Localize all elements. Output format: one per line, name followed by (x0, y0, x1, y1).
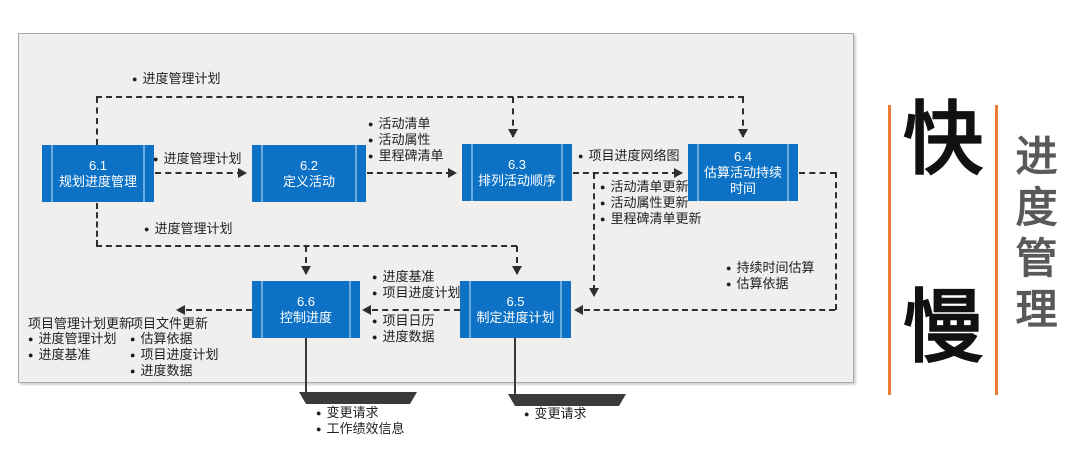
label-item: 进度基准 (28, 347, 132, 363)
process-name: 排列活动顺序 (477, 172, 556, 188)
arrowhead-down-icon (738, 129, 748, 138)
label-item: 估算依据 (726, 276, 814, 292)
label-header: 项目文件更新 (130, 316, 209, 331)
diagram-panel (18, 33, 854, 383)
solid-connector-66-down (305, 338, 307, 394)
label-schedule-plan-mid: 进度管理计划 (153, 151, 241, 167)
accent-line-right (995, 105, 998, 395)
label-item: 项目日历 (372, 313, 434, 329)
arrowhead-left-icon (176, 305, 185, 315)
arrowhead-down-icon (512, 266, 522, 275)
label-develop-outputs: 变更请求 (524, 406, 586, 422)
dashed-connector-into-65-right (584, 309, 835, 311)
process-number: 6.1 (88, 157, 108, 173)
dashed-connector-right-down (835, 172, 837, 310)
process-number: 6.4 (733, 148, 753, 164)
label-pm-plan-updates: 项目管理计划更新 进度管理计划 进度基准 (28, 316, 132, 363)
dashed-connector-62-63 (367, 172, 452, 174)
label-sequence-updates: 活动清单更新 活动属性更新 里程碑清单更新 (600, 179, 701, 227)
label-schedule-plan-top: 进度管理计划 (132, 71, 220, 87)
process-number: 6.3 (507, 156, 527, 172)
process-box-control-schedule: 6.6 控制进度 (252, 281, 360, 338)
vertical-title: 进度管理 (1010, 134, 1057, 338)
arrowhead-left-icon (574, 305, 583, 315)
label-item: 活动属性 (368, 132, 443, 148)
process-name: 定义活动 (282, 173, 335, 189)
label-item: 进度管理计划 (153, 151, 241, 167)
arrowhead-right-icon (448, 168, 457, 178)
process-box-sequence-activities: 6.3 排列活动顺序 (462, 144, 572, 201)
dashed-connector-65-66 (372, 309, 460, 311)
arrowhead-down-icon (299, 392, 417, 404)
label-item: 持续时间估算 (726, 260, 814, 276)
label-item: 变更请求 (524, 406, 586, 422)
arrowhead-right-icon (674, 168, 683, 178)
process-number: 6.2 (299, 157, 319, 173)
dashed-connector-61-up (96, 97, 98, 145)
label-doc-updates: 项目文件更新 估算依据 项目进度计划 进度数据 (130, 316, 218, 379)
process-name: 控制进度 (279, 309, 332, 325)
label-schedule-outputs-bottom: 项目日历 进度数据 (372, 313, 434, 345)
label-item: 项目进度计划 (372, 285, 460, 301)
arrowhead-down-icon (589, 288, 599, 297)
label-header: 项目管理计划更新 (28, 316, 133, 331)
label-item: 估算依据 (130, 331, 218, 347)
dashed-connector-into-66 (305, 246, 307, 274)
process-name: 规划进度管理 (58, 173, 137, 189)
process-number: 6.6 (296, 293, 316, 309)
dashed-connector-61-down (96, 203, 98, 246)
label-item: 项目进度网络图 (578, 148, 679, 164)
label-item: 进度管理计划 (28, 331, 132, 347)
dashed-connector-64-right (799, 172, 836, 174)
accent-line-left (888, 105, 891, 395)
arrowhead-down-icon (508, 129, 518, 138)
label-item: 活动清单 (368, 116, 443, 132)
label-item: 里程碑清单 (368, 148, 443, 164)
label-sequence-output: 项目进度网络图 (578, 148, 679, 164)
dashed-connector-into-63 (512, 97, 514, 137)
process-box-develop-schedule: 6.5 制定进度计划 (460, 281, 571, 338)
arrowhead-left-icon (362, 305, 371, 315)
label-item: 活动清单更新 (600, 179, 701, 195)
fast-character: 快 (903, 95, 983, 184)
process-box-estimate-durations: 6.4 估算活动持续时间 (688, 144, 798, 201)
dashed-connector-into-64 (742, 97, 744, 137)
arrowhead-right-icon (238, 168, 247, 178)
process-number: 6.5 (506, 293, 525, 309)
dashed-connector-63-64 (573, 172, 678, 174)
label-item: 活动属性更新 (600, 195, 701, 211)
label-item: 进度管理计划 (132, 71, 220, 87)
process-name: 估算活动持续时间 (703, 164, 782, 196)
label-item: 工作绩效信息 (316, 421, 404, 437)
label-duration-outputs: 持续时间估算 估算依据 (726, 260, 814, 292)
dashed-connector-into-65-top (516, 246, 518, 274)
label-item: 进度数据 (130, 363, 218, 379)
process-box-define-activities: 6.2 定义活动 (252, 145, 366, 202)
label-schedule-outputs-top: 进度基准 项目进度计划 (372, 269, 460, 301)
label-control-outputs: 变更请求 工作绩效信息 (316, 405, 404, 437)
process-box-plan-schedule-management: 6.1 规划进度管理 (42, 145, 154, 202)
dashed-connector-66-out (186, 309, 252, 311)
label-item: 进度数据 (372, 329, 434, 345)
dashed-connector-61-62 (155, 172, 243, 174)
dashed-connector-top (96, 96, 744, 98)
slow-character: 慢 (903, 283, 983, 372)
label-item: 进度基准 (372, 269, 460, 285)
label-item: 项目进度计划 (130, 347, 218, 363)
label-item: 里程碑清单更新 (600, 211, 701, 227)
label-item: 进度管理计划 (144, 221, 232, 237)
label-item: 变更请求 (316, 405, 404, 421)
process-name: 制定进度计划 (476, 309, 555, 325)
label-schedule-plan-low: 进度管理计划 (144, 221, 232, 237)
label-define-activities-outputs: 活动清单 活动属性 里程碑清单 (368, 116, 443, 164)
dashed-connector-63-updates (593, 173, 595, 291)
arrowhead-down-icon (508, 394, 626, 406)
arrowhead-down-icon (301, 266, 311, 275)
solid-connector-65-down (514, 338, 516, 396)
